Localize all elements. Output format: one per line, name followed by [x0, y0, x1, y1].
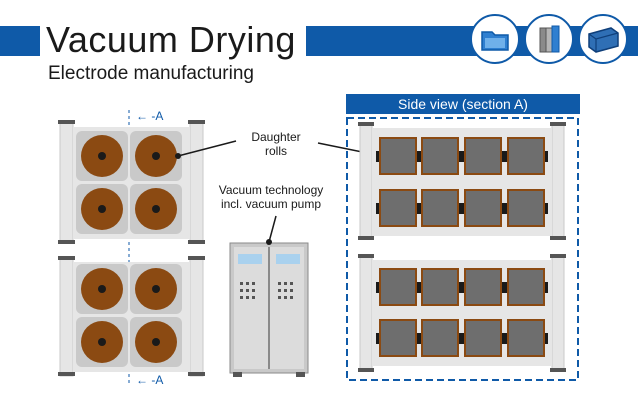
vacuum-cabinet [229, 242, 309, 377]
battery-module-icon [578, 14, 628, 64]
page-title: Vacuum Drying [46, 19, 296, 60]
daughter-roll [135, 268, 177, 310]
side-view-pillars [358, 122, 566, 372]
daughter-roll [135, 135, 177, 177]
page-subtitle: Electrode manufacturing [48, 63, 254, 84]
daughter-rolls-bottom [81, 268, 177, 363]
daughter-rolls-label-line1: Daughter [251, 130, 301, 144]
daughter-roll [135, 188, 177, 230]
daughter-roll [81, 321, 123, 363]
daughter-rolls-label: Daughter rolls [236, 130, 316, 158]
side-view-top-row-2 [376, 189, 548, 227]
side-view-bottom-row-1 [376, 268, 548, 306]
electrode-folder-icon [470, 14, 520, 64]
vacuum-callout-line [268, 215, 277, 243]
side-view-bottom-row-2 [376, 319, 548, 357]
left-chamber-bottom [58, 256, 205, 377]
section-a-mark-bottom: ← -A [136, 373, 164, 387]
daughter-rolls-top [81, 135, 177, 230]
vacuum-technology-label-line2: incl. vacuum pump [220, 197, 322, 211]
header-band-left [0, 26, 40, 56]
daughter-roll [81, 188, 123, 230]
left-chamber-top [58, 120, 205, 244]
electrode-stack-icon [524, 14, 574, 64]
vacuum-technology-label-line1: Vacuum technology [218, 183, 324, 197]
daughter-rolls-label-line2: rolls [264, 144, 287, 158]
side-view-header: Side view (section A) [346, 94, 580, 114]
header-icons [470, 14, 634, 64]
vacuum-technology-label: Vacuum technology incl. vacuum pump [211, 183, 331, 211]
daughter-callout-line-left [177, 140, 237, 157]
daughter-roll [81, 135, 123, 177]
side-view-frame [346, 117, 579, 381]
daughter-roll [81, 268, 123, 310]
section-a-mark-top: ← -A [136, 109, 164, 123]
daughter-roll [135, 321, 177, 363]
side-view-top-row-1 [376, 137, 548, 175]
